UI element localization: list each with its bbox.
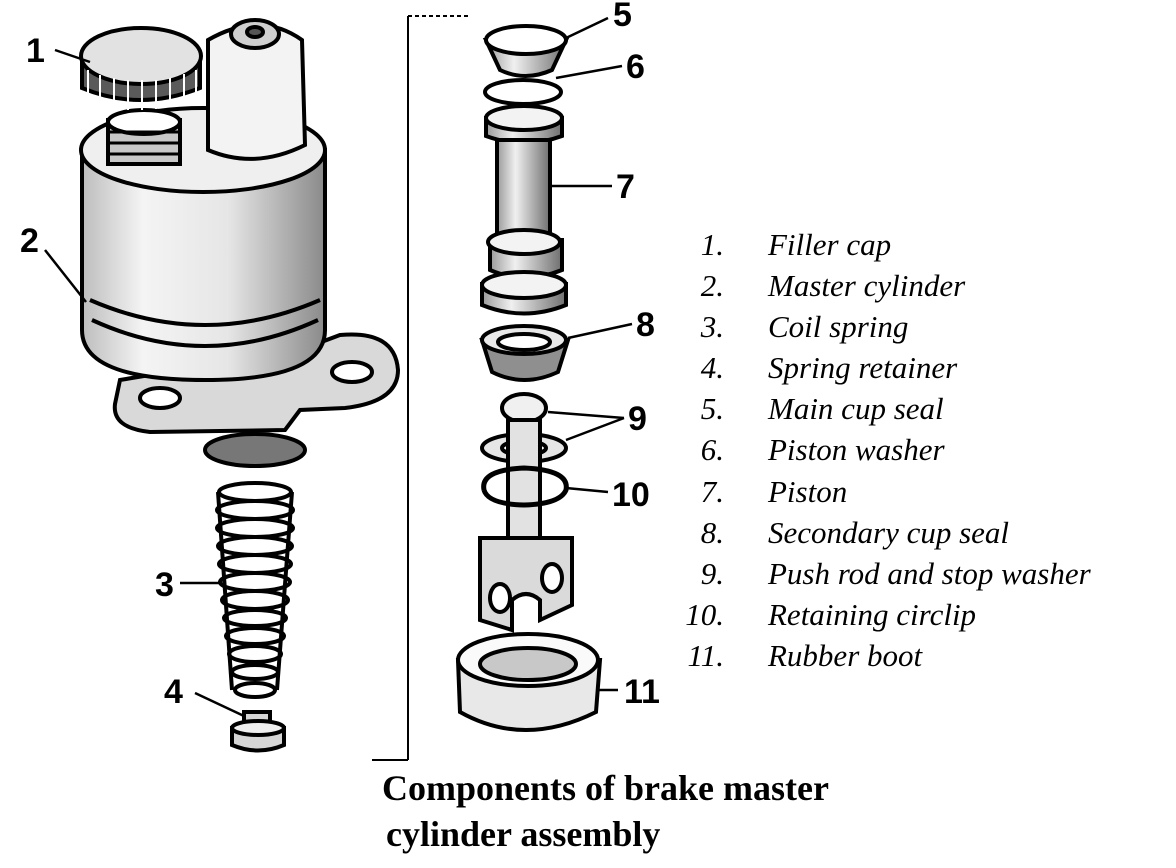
figure-caption: Components of brake master cylinder asse… bbox=[382, 768, 829, 854]
legend-num-11: 11. bbox=[688, 638, 724, 673]
legend-num-4: 4. bbox=[701, 350, 724, 385]
parts-legend: 1. Filler cap 2. Master cylinder 3. Coil… bbox=[685, 227, 1091, 673]
legend-label-10: Retaining circlip bbox=[767, 597, 976, 632]
legend-label-8: Secondary cup seal bbox=[768, 515, 1009, 550]
coil-spring bbox=[215, 481, 295, 699]
legend-label-7: Piston bbox=[767, 474, 847, 509]
secondary-cup-seal bbox=[479, 324, 571, 382]
legend-label-1: Filler cap bbox=[767, 227, 891, 262]
callout-5: 5 bbox=[613, 0, 632, 34]
callout-10: 10 bbox=[612, 476, 650, 514]
legend-num-6: 6. bbox=[701, 432, 724, 467]
legend-num-5: 5. bbox=[701, 391, 724, 426]
legend-label-11: Rubber boot bbox=[767, 638, 924, 673]
callout-6: 6 bbox=[626, 48, 645, 86]
spring-retainer bbox=[230, 710, 286, 753]
legend-num-8: 8. bbox=[701, 515, 724, 550]
callout-numbers: 1 2 3 4 5 6 7 8 9 10 11 bbox=[20, 0, 660, 711]
callout-4: 4 bbox=[164, 673, 183, 711]
piston bbox=[480, 104, 568, 316]
legend-label-2: Master cylinder bbox=[767, 268, 966, 303]
callout-1: 1 bbox=[26, 32, 45, 70]
master-cylinder bbox=[79, 18, 401, 468]
callout-9: 9 bbox=[628, 400, 647, 438]
leader-lines bbox=[44, 16, 633, 718]
caption-line-2: cylinder assembly bbox=[386, 814, 660, 854]
callout-3: 3 bbox=[155, 566, 174, 604]
legend-label-5: Main cup seal bbox=[767, 391, 944, 426]
legend-label-6: Piston washer bbox=[767, 432, 945, 467]
assembly-bracket bbox=[372, 15, 470, 761]
filler-cap bbox=[79, 26, 203, 110]
rubber-boot bbox=[455, 632, 603, 732]
exploded-components bbox=[455, 24, 603, 732]
callout-11: 11 bbox=[624, 673, 660, 711]
legend-label-9: Push rod and stop washer bbox=[767, 556, 1092, 591]
legend-num-9: 9. bbox=[701, 556, 724, 591]
callout-8: 8 bbox=[636, 306, 655, 344]
legend-num-2: 2. bbox=[701, 268, 724, 303]
callout-2: 2 bbox=[20, 222, 39, 260]
piston-washer bbox=[483, 78, 563, 106]
main-cup-seal bbox=[482, 24, 570, 78]
callout-7: 7 bbox=[616, 168, 635, 206]
legend-label-4: Spring retainer bbox=[768, 350, 958, 385]
retaining-circlip bbox=[481, 465, 569, 508]
legend-num-10: 10. bbox=[685, 597, 724, 632]
legend-label-3: Coil spring bbox=[768, 309, 908, 344]
caption-line-1: Components of brake master bbox=[382, 768, 829, 808]
legend-num-1: 1. bbox=[701, 227, 724, 262]
legend-num-7: 7. bbox=[701, 474, 724, 509]
legend-num-3: 3. bbox=[700, 309, 724, 344]
push-rod-and-stop-washer bbox=[478, 392, 574, 633]
